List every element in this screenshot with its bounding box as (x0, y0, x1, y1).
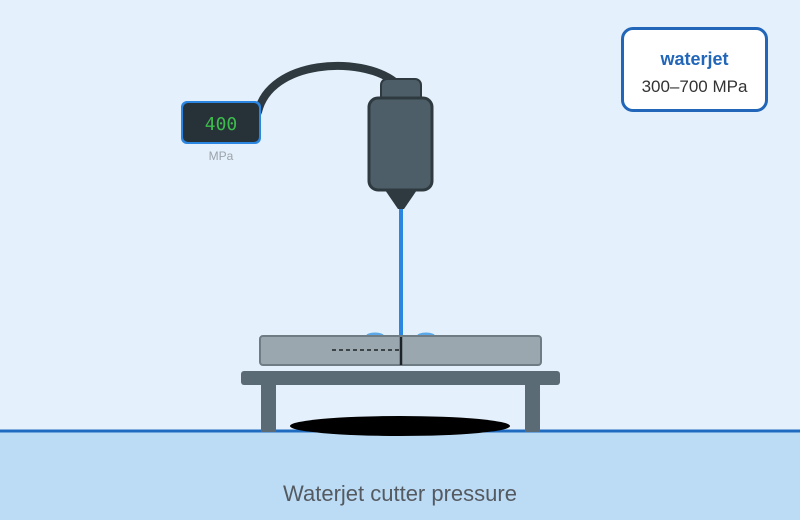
info-card-title: waterjet (660, 49, 729, 69)
diagram-caption: Waterjet cutter pressure (283, 481, 517, 506)
info-card-pressure-range: 300–700 MPa (641, 77, 748, 96)
cutting-table (241, 371, 560, 432)
floor (0, 431, 800, 520)
pressure-hose (254, 61, 399, 116)
pressure-gauge: 400 MPa (181, 101, 261, 163)
table-shadow (290, 416, 510, 436)
gauge-unit: MPa (209, 149, 234, 163)
cutting-head (367, 78, 434, 209)
gauge-value: 400 (205, 114, 238, 135)
nozzle (385, 190, 417, 209)
material-info-card: waterjet 300–700 MPa (621, 27, 768, 112)
